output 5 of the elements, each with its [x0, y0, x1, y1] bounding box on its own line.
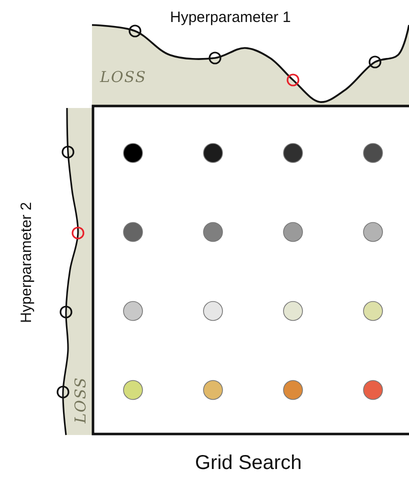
axis-label: Hyperparameter 2	[18, 202, 34, 322]
caption: Grid Search	[195, 452, 302, 475]
axis-label: LOSS	[71, 376, 89, 424]
axis-label: LOSS	[100, 68, 147, 86]
axis-label: Hyperparameter 1	[170, 9, 291, 26]
